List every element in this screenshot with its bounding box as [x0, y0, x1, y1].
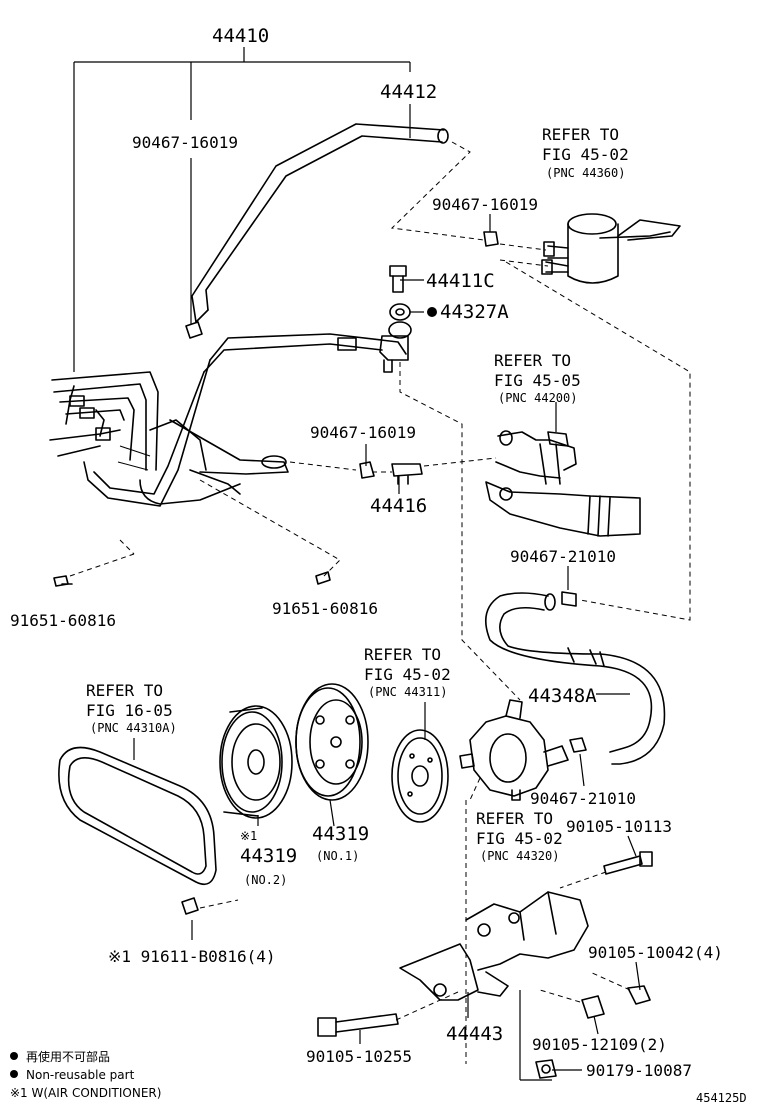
refer-gear-line3: (PNC 44200) [498, 391, 577, 405]
pulley-44319-no1[interactable] [295, 683, 369, 801]
pressure-hose-assembly-44410[interactable] [49, 333, 409, 507]
label-clip-hose[interactable]: 90467-21010 [510, 547, 616, 566]
part-labels: 44410 44412 90467-16019 REFER TO FIG 45-… [10, 25, 723, 1080]
nonreusable-marker [427, 307, 437, 317]
refer-belt-line2[interactable]: FIG 16-05 [86, 701, 173, 720]
v-belt[interactable] [58, 746, 217, 886]
label-44348a[interactable]: 44348A [528, 685, 597, 707]
label-44416[interactable]: 44416 [370, 495, 427, 517]
label-bolt-b0816[interactable]: ※1 91611-B0816(4) [108, 947, 276, 966]
label-clip-reservoir[interactable]: 90467-16019 [432, 195, 538, 214]
union-44416[interactable] [391, 463, 423, 485]
label-bolt-left[interactable]: 91651-60816 [10, 611, 116, 630]
bolt-91651-mid[interactable] [315, 571, 331, 585]
leader-lines [73, 47, 641, 1081]
refer-gear-line1: REFER TO [494, 351, 571, 370]
gasket-44327a[interactable] [388, 303, 412, 339]
refer-pump-line2[interactable]: FIG 45-02 [476, 829, 563, 848]
bolt-90105-12109[interactable] [581, 995, 605, 1019]
bracket-44443[interactable] [399, 891, 589, 1001]
refer-pump-line3: (PNC 44320) [480, 849, 559, 863]
hose-clip-return[interactable] [561, 591, 577, 607]
dashed-lines [69, 141, 691, 1064]
refer-pulley-line2[interactable]: FIG 45-02 [364, 665, 451, 684]
label-44319-no1[interactable]: 44319 [312, 823, 369, 845]
hose-clip-top-left[interactable] [185, 321, 203, 339]
union-bolt-44411c[interactable] [389, 265, 407, 293]
vane-pump[interactable] [459, 699, 569, 801]
refer-reservoir-line2[interactable]: FIG 45-02 [542, 145, 629, 164]
label-44327a[interactable]: 44327A [440, 301, 509, 323]
label-44410[interactable]: 44410 [212, 25, 269, 47]
bolt-90105-10042[interactable] [627, 985, 651, 1005]
label-44411c[interactable]: 44411C [426, 270, 495, 292]
refer-belt-line3: (PNC 44310A) [90, 721, 177, 735]
refer-gear-line2[interactable]: FIG 45-05 [494, 371, 581, 390]
label-bolt-12109[interactable]: 90105-12109(2) [532, 1035, 667, 1054]
label-bolt-10255[interactable]: 90105-10255 [306, 1047, 412, 1066]
steering-gear[interactable] [485, 430, 641, 537]
refer-reservoir-line3: (PNC 44360) [546, 166, 625, 180]
refer-pump-line1: REFER TO [476, 809, 553, 828]
legend-bullet-icon [10, 1070, 18, 1078]
label-bolt-mid[interactable]: 91651-60816 [272, 599, 378, 618]
label-44412[interactable]: 44412 [380, 81, 437, 103]
refer-pulley-line3: (PNC 44311) [368, 685, 447, 699]
hose-clip-mid[interactable] [359, 461, 375, 479]
legend-nonreusable-en: Non-reusable part [26, 1068, 135, 1082]
legend: 再使用不可部品 Non-reusable part ※1 W(AIR CONDI… [10, 1049, 161, 1100]
label-44443[interactable]: 44443 [446, 1023, 503, 1045]
label-bolt-10042[interactable]: 90105-10042(4) [588, 943, 723, 962]
bolt-91651-left[interactable] [53, 575, 73, 587]
label-clip-pump[interactable]: 90467-21010 [530, 789, 636, 808]
reservoir-tank[interactable] [541, 213, 681, 284]
return-hose-44348a[interactable] [484, 592, 666, 765]
bolt-91611-b0816[interactable] [181, 897, 199, 915]
bolt-90105-10255[interactable] [317, 1013, 399, 1037]
refer-belt-line1: REFER TO [86, 681, 163, 700]
hose-clip-reservoir[interactable] [483, 231, 499, 247]
label-clip-mid[interactable]: 90467-16019 [310, 423, 416, 442]
suction-hose-44412[interactable] [191, 123, 449, 323]
nut-90179-10087[interactable] [535, 1059, 557, 1079]
label-clip-top-left[interactable]: 90467-16019 [132, 133, 238, 152]
legend-nonreusable-jp: 再使用不可部品 [26, 1049, 110, 1064]
label-44319-no2[interactable]: 44319 [240, 845, 297, 867]
refer-reservoir-line1: REFER TO [542, 125, 619, 144]
diagram-id: 454125D [696, 1091, 747, 1105]
pump-pulley[interactable] [391, 729, 449, 823]
legend-note1: ※1 W(AIR CONDITIONER) [10, 1086, 161, 1100]
bolt-90105-10113[interactable] [603, 851, 653, 875]
label-no2: (NO.2) [244, 873, 287, 887]
legend-bullet-icon [10, 1052, 18, 1060]
pulley-44319-no2[interactable] [219, 705, 293, 819]
label-bolt-10113[interactable]: 90105-10113 [566, 817, 672, 836]
refer-pulley-line1: REFER TO [364, 645, 441, 664]
label-no1: (NO.1) [316, 849, 359, 863]
label-44319-no2-mark: ※1 [240, 829, 257, 843]
label-nut-10087[interactable]: 90179-10087 [586, 1061, 692, 1080]
hose-clip-pump[interactable] [569, 737, 587, 753]
